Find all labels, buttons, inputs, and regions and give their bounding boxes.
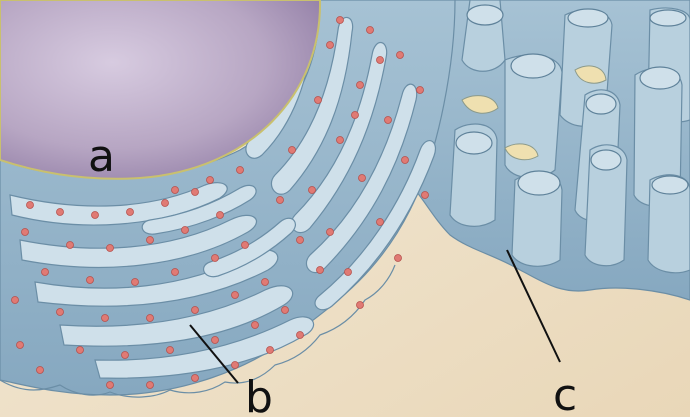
label-a: a	[88, 131, 115, 182]
label-c: c	[553, 370, 577, 417]
label-b: b	[245, 372, 273, 417]
